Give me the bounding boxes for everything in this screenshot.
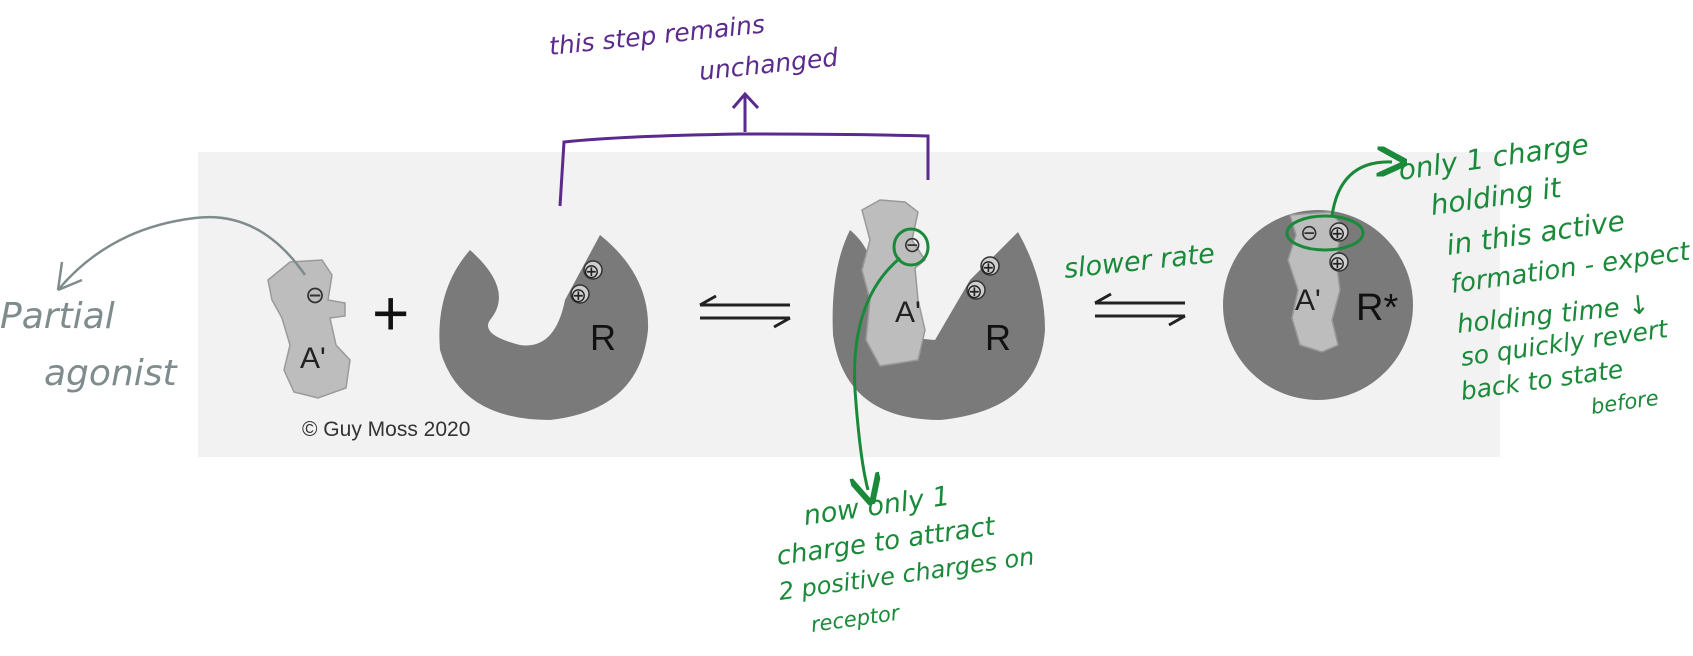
active-charge-highlight bbox=[1285, 214, 1365, 252]
partial-agonist-line-2: agonist bbox=[44, 353, 179, 394]
plus-sign: + bbox=[372, 277, 409, 349]
free-agonist: ⊖ A' bbox=[267, 259, 351, 399]
equilibrium-arrow-1 bbox=[699, 294, 791, 329]
free-receptor-charge-2: ⊕ bbox=[570, 285, 587, 307]
copyright-text: © Guy Moss 2020 bbox=[302, 418, 470, 441]
now-one-charge-arrow bbox=[855, 256, 901, 490]
free-receptor: ⊕ ⊕ R bbox=[439, 235, 649, 420]
equilibrium-arrow-2 bbox=[1094, 292, 1186, 327]
unchanged-step-line-2: unchanged bbox=[698, 43, 840, 86]
active-neg-charge: ⊖ bbox=[1300, 220, 1318, 245]
bound-complex-pos-charge-1: ⊕ bbox=[980, 257, 997, 279]
free-receptor-label: R bbox=[590, 317, 616, 358]
active-pos-charge-2: ⊕ bbox=[1329, 253, 1346, 275]
now-one-charge-line-4: receptor bbox=[809, 601, 902, 637]
bound-complex: ⊖ ⊕ ⊕ A' R bbox=[832, 199, 1045, 420]
free-receptor-charge-1: ⊕ bbox=[583, 261, 600, 283]
holding-note-line-8: before bbox=[1589, 386, 1660, 419]
one-charge-holding-arrow bbox=[1330, 162, 1392, 217]
partial-agonist-arrow bbox=[57, 215, 307, 291]
active-pos-charge-1: ⊕ bbox=[1329, 223, 1346, 245]
bound-complex-pos-charge-2: ⊕ bbox=[966, 281, 983, 303]
active-receptor: ⊖ ⊕ ⊕ A' R* bbox=[1223, 210, 1413, 400]
free-agonist-charge: ⊖ bbox=[305, 282, 325, 309]
active-agonist-label: A' bbox=[1295, 284, 1321, 317]
active-receptor-label: R* bbox=[1356, 287, 1398, 329]
bound-complex-neg-charge: ⊖ bbox=[903, 232, 921, 257]
bound-complex-agonist-label: A' bbox=[895, 296, 921, 329]
free-agonist-label: A' bbox=[300, 342, 326, 375]
partial-agonist-arrowhead bbox=[56, 261, 83, 292]
bound-complex-receptor-label: R bbox=[985, 317, 1011, 358]
unchanged-step-arrow bbox=[731, 91, 760, 132]
unchanged-step-bracket bbox=[558, 132, 930, 207]
bound-charge-highlight bbox=[892, 227, 930, 267]
partial-agonist-line-1: Partial bbox=[0, 296, 115, 337]
